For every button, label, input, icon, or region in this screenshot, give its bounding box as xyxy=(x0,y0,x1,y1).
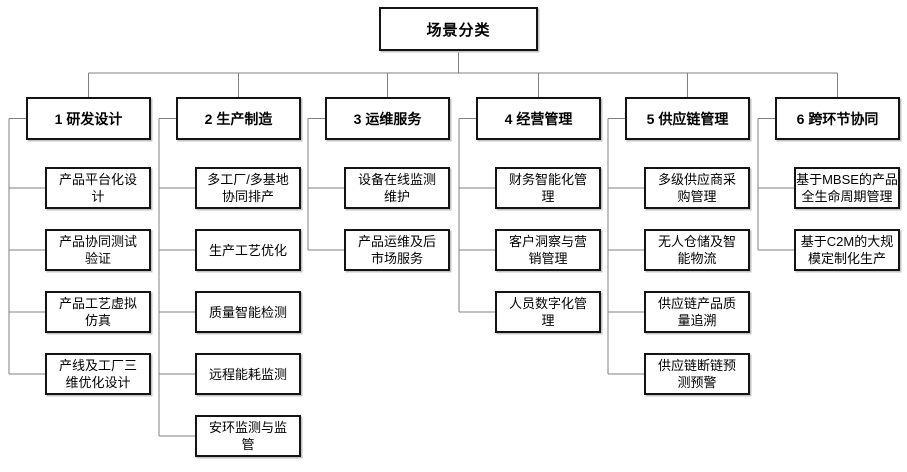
scenario-node-label-line: 设备在线监测 xyxy=(357,172,436,187)
scenario-node-label-line: 维优化设计 xyxy=(65,375,131,390)
scenario-node-label-line: 多级供应商采 xyxy=(657,172,736,187)
scenario-node-label-line: 供应链产品质 xyxy=(657,296,736,311)
scenario-node-label-line: 模定制化生产 xyxy=(807,251,886,266)
scenario-node-label-line: 理 xyxy=(541,313,555,328)
scenario-node-label-line: 验证 xyxy=(84,251,111,266)
scenario-node-label-line: 人员数字化管 xyxy=(508,296,587,311)
scenario-node-label-line: 产品平台化设 xyxy=(58,172,137,187)
scenario-node: 设备在线监测维护 xyxy=(344,167,450,209)
scenario-node-label-line: 维护 xyxy=(383,189,410,204)
scenario-node-label-line: 量追溯 xyxy=(677,313,717,328)
category-node-label: 4 经营管理 xyxy=(504,110,573,127)
scenario-node-label-line: 客户洞察与营 xyxy=(508,234,587,249)
scenario-node-label-line: 产品运维及后 xyxy=(357,234,436,249)
scenario-node: 产品工艺虚拟仿真 xyxy=(45,291,151,333)
scenario-node-label-line: 基于MBSE的产品 xyxy=(796,172,898,187)
scenario-node: 多级供应商采购管理 xyxy=(644,167,750,209)
scenario-node-label-line: 远程能耗监测 xyxy=(208,366,287,382)
scenario-node: 产品平台化设计 xyxy=(45,167,151,209)
category-node-label: 6 跨环节协同 xyxy=(796,110,879,127)
category-node-6: 6 跨环节协同 xyxy=(775,97,900,140)
scenario-node: 供应链产品质量追溯 xyxy=(644,291,750,333)
scenario-node: 产品运维及后市场服务 xyxy=(344,229,450,271)
scenario-node: 无人仓储及智能物流 xyxy=(644,229,750,271)
scenario-node: 远程能耗监测 xyxy=(195,353,301,395)
scenario-node: 供应链断链预测预警 xyxy=(644,353,750,395)
scenario-node-label-line: 安环监测与监 xyxy=(208,420,287,435)
scenario-node-label-line: 能物流 xyxy=(677,251,717,266)
scenario-node-label-line: 协同排产 xyxy=(221,189,274,204)
scenario-node-label-line: 产品工艺虚拟 xyxy=(58,296,137,311)
scenario-node: 财务智能化管理 xyxy=(495,167,601,209)
scenario-node-label-line: 产线及工厂三 xyxy=(58,358,137,373)
scenario-node-label-line: 无人仓储及智 xyxy=(657,234,736,249)
scenario-node: 产线及工厂三维优化设计 xyxy=(45,353,151,395)
scenario-node: 多工厂/多基地协同排产 xyxy=(195,167,301,209)
scenario-node: 产品协同测试验证 xyxy=(45,229,151,271)
scenario-node-label-line: 购管理 xyxy=(677,189,717,204)
scenario-node-label-line: 多工厂/多基地 xyxy=(207,172,289,187)
scenario-node: 基于C2M的大规模定制化生产 xyxy=(794,229,900,271)
scenario-node: 客户洞察与营销管理 xyxy=(495,229,601,271)
category-node-2: 2 生产制造 xyxy=(176,97,301,140)
category-node-1: 1 研发设计 xyxy=(26,97,151,140)
scenario-node: 基于MBSE的产品全生命周期管理 xyxy=(794,167,900,209)
scenario-node: 安环监测与监管 xyxy=(195,415,301,457)
scenario-node-label-line: 测预警 xyxy=(677,375,717,390)
scenario-node-label-line: 管 xyxy=(241,437,255,452)
scenario-node-label-line: 质量智能检测 xyxy=(208,304,287,320)
scenario-node: 生产工艺优化 xyxy=(195,229,301,271)
category-node-5: 5 供应链管理 xyxy=(625,97,750,140)
scenario-node-label-line: 销管理 xyxy=(528,251,568,266)
scenario-node-label-line: 全生命周期管理 xyxy=(801,189,893,204)
category-node-label: 5 供应链管理 xyxy=(646,110,729,127)
root-node: 场景分类 xyxy=(379,7,538,51)
root-node-label: 场景分类 xyxy=(426,21,491,39)
scenario-node-label-line: 理 xyxy=(541,189,555,204)
category-node-label: 1 研发设计 xyxy=(54,110,123,127)
scenario-node-label-line: 市场服务 xyxy=(370,251,423,266)
scenario-node-label-line: 产品协同测试 xyxy=(58,234,137,249)
category-node-4: 4 经营管理 xyxy=(476,97,601,140)
scenario-node-label-line: 生产工艺优化 xyxy=(208,242,287,258)
category-node-3: 3 运维服务 xyxy=(325,97,450,140)
category-node-label: 2 生产制造 xyxy=(204,110,273,127)
category-node-label: 3 运维服务 xyxy=(353,110,422,127)
scenario-node-label-line: 供应链断链预 xyxy=(657,358,736,373)
scenario-node-label-line: 仿真 xyxy=(84,313,111,328)
scenario-node-label-line: 财务智能化管 xyxy=(508,172,587,187)
scenario-node: 质量智能检测 xyxy=(195,291,301,333)
scenario-node-label-line: 基于C2M的大规 xyxy=(800,234,894,249)
scenario-node-label-line: 计 xyxy=(91,189,105,204)
scenario-node: 人员数字化管理 xyxy=(495,291,601,333)
